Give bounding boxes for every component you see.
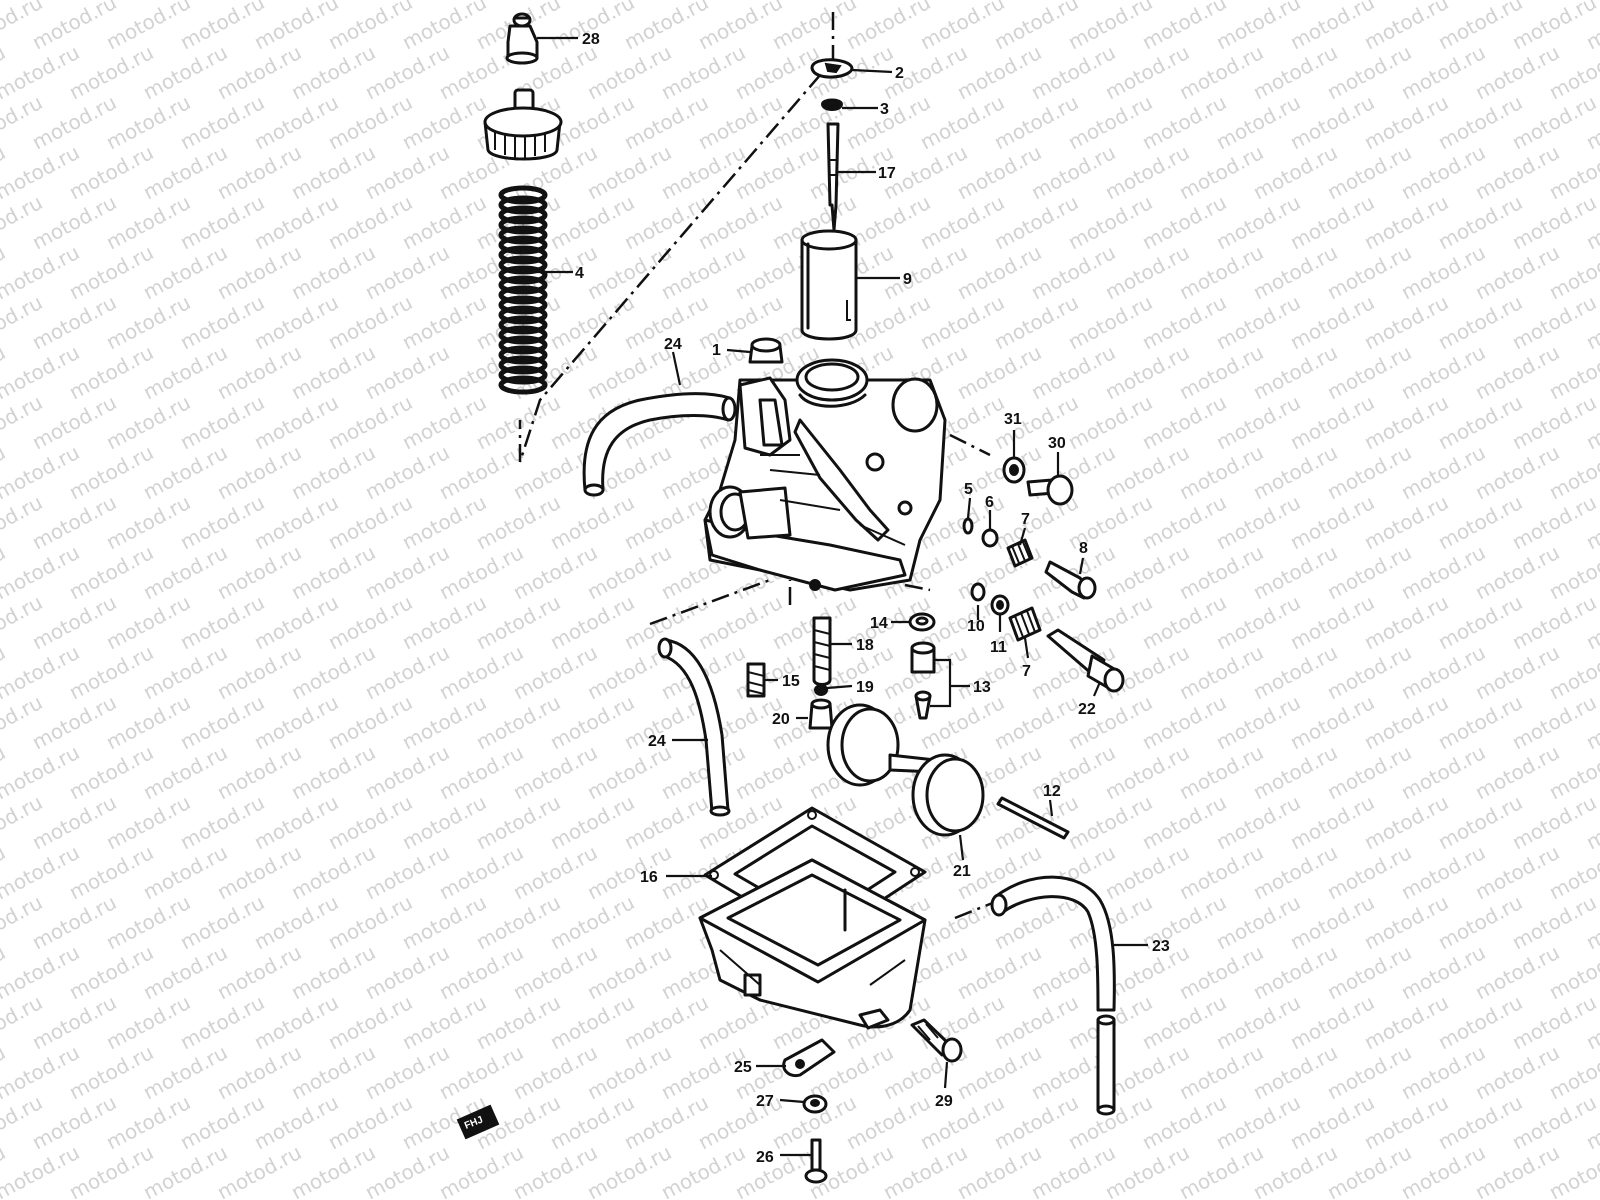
spring-coil — [498, 205, 548, 225]
spring-coil — [498, 245, 548, 265]
callout-13: 13 — [973, 679, 991, 696]
part-4-spring — [498, 185, 548, 395]
callout-7-upper: 7 — [1021, 511, 1030, 528]
callout-8: 8 — [1079, 540, 1088, 557]
part-19-washer — [814, 684, 828, 696]
callout-6: 6 — [985, 494, 994, 511]
callout-10: 10 — [967, 618, 985, 635]
callout-2: 2 — [895, 65, 904, 82]
callout-14: 14 — [870, 615, 888, 632]
callout-7-lower: 7 — [1022, 663, 1031, 680]
callout-18: 18 — [856, 637, 874, 654]
spring-coil — [498, 215, 548, 235]
part-13-needle-valve — [910, 641, 936, 720]
spring-coil — [498, 345, 548, 365]
callout-15: 15 — [782, 673, 800, 690]
part-7-spring-upper — [1006, 538, 1034, 568]
part-26-screw — [804, 1138, 828, 1184]
part-7-spring-lower — [1008, 606, 1042, 642]
part-6-washer — [981, 528, 999, 548]
callout-24-lower: 24 — [648, 733, 666, 750]
callout-25: 25 — [734, 1059, 752, 1076]
callout-30: 30 — [1048, 435, 1066, 452]
spring-coil — [498, 255, 548, 275]
spring-coil — [498, 325, 548, 345]
callout-16: 16 — [640, 869, 658, 886]
spring-coil — [498, 285, 548, 305]
carburetor-body — [703, 358, 947, 592]
callout-1: 1 — [712, 342, 721, 359]
spring-coil — [498, 195, 548, 215]
float-bowl — [698, 858, 927, 1030]
part-1-cap — [748, 337, 784, 364]
corner-badge: FHJ — [456, 1104, 500, 1140]
part-31-washer — [1002, 456, 1026, 484]
callout-31: 31 — [1004, 411, 1022, 428]
callout-20: 20 — [772, 711, 790, 728]
leader-lines — [535, 36, 1148, 1157]
callout-24-top: 24 — [664, 336, 682, 353]
callout-27: 27 — [756, 1093, 774, 1110]
spring-coil — [498, 235, 548, 255]
callout-9: 9 — [903, 271, 912, 288]
callout-11: 11 — [990, 639, 1007, 656]
spring-coil — [498, 315, 548, 335]
spring-coil — [498, 305, 548, 325]
part-28-top-cap — [505, 12, 539, 65]
callout-4: 4 — [575, 265, 584, 282]
callout-21: 21 — [953, 863, 971, 880]
part-30-screw — [1026, 474, 1074, 506]
part-12-float-pin — [996, 796, 1070, 840]
part-9-throttle-valve — [800, 229, 858, 341]
callout-29: 29 — [935, 1093, 953, 1110]
callout-5: 5 — [964, 481, 973, 498]
part-8-air-screw — [1044, 560, 1097, 600]
part-29-drain-screw — [910, 1018, 963, 1063]
part-27-washer — [802, 1094, 828, 1114]
callout-labels: 28 2 3 17 4 9 1 24 31 30 5 6 7 8 10 11 7… — [575, 31, 1170, 1166]
callout-26: 26 — [756, 1149, 774, 1166]
callout-3: 3 — [880, 101, 889, 118]
spring-coil — [498, 275, 548, 295]
callout-19: 19 — [856, 679, 874, 696]
part-24-vent-hose-upper — [582, 392, 737, 497]
part-24-vent-hose-lower — [657, 637, 731, 817]
callout-12: 12 — [1043, 783, 1061, 800]
part-25-bracket — [782, 1038, 836, 1078]
part-5-o-ring — [962, 517, 974, 535]
callout-23: 23 — [1152, 938, 1170, 955]
spring-coil — [498, 335, 548, 355]
part-2-needle-clip-plate — [810, 58, 854, 79]
callout-22: 22 — [1078, 701, 1096, 718]
spring-coil — [498, 185, 548, 205]
part-22-throttle-stop-screw — [1046, 628, 1125, 693]
part-20-main-jet — [808, 698, 834, 730]
part-11-washer — [990, 594, 1010, 616]
callout-28: 28 — [582, 31, 600, 48]
callout-17: 17 — [878, 165, 896, 182]
part-14-washer — [908, 612, 936, 632]
spring-coil — [498, 375, 548, 395]
part-23-overflow-hose — [990, 875, 1116, 1116]
part-3-clip — [820, 98, 844, 111]
part-18-pilot-jet — [812, 616, 832, 686]
spring-coil — [498, 265, 548, 285]
spring-coil — [498, 225, 548, 245]
spring-coil — [498, 355, 548, 375]
part-15-jet — [746, 662, 766, 698]
spring-coil — [498, 365, 548, 385]
part-10-o-ring — [970, 582, 986, 602]
spring-coil — [498, 295, 548, 315]
mixing-chamber-top — [483, 88, 563, 161]
part-21-float — [826, 703, 985, 837]
